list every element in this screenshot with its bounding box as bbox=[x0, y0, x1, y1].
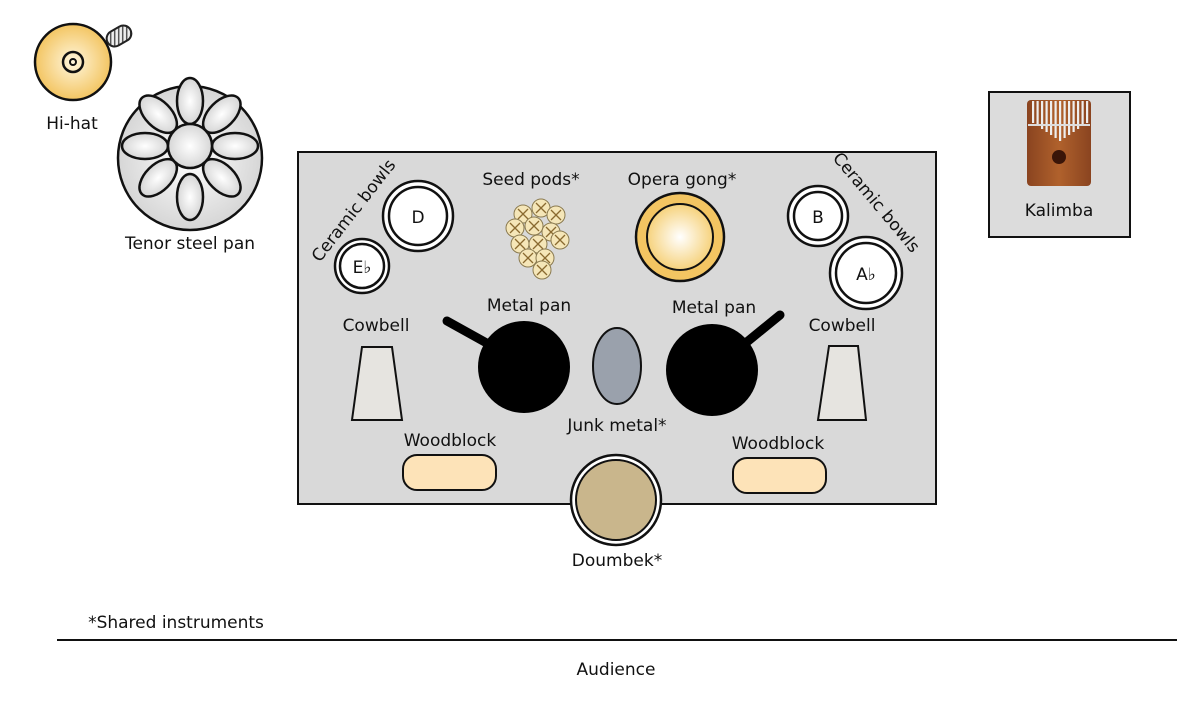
steel-pan-note bbox=[175, 172, 205, 222]
kalimba-tine bbox=[1068, 101, 1071, 135]
metal-pan-left-label: Metal pan bbox=[487, 296, 571, 316]
kalimba-tine bbox=[1036, 101, 1039, 126]
junk-metal-label: Junk metal* bbox=[566, 416, 666, 436]
cowbell-left-label: Cowbell bbox=[343, 316, 410, 336]
steel-pan-note bbox=[175, 76, 205, 126]
bowl-e-flat-label: E♭ bbox=[353, 258, 372, 278]
kalimba-tine bbox=[1041, 101, 1044, 129]
seed-pod bbox=[546, 205, 566, 225]
seed-pod bbox=[505, 218, 525, 238]
bowl-b-label: B bbox=[812, 208, 824, 228]
seed-pods-label: Seed pods* bbox=[482, 170, 579, 190]
bowl-a-flat: A♭ bbox=[828, 235, 904, 311]
metal-pan-left bbox=[442, 316, 570, 413]
kalimba-tines bbox=[1032, 101, 1089, 141]
kalimba-tine bbox=[1045, 101, 1048, 132]
hihat-label: Hi-hat bbox=[46, 114, 98, 134]
junk-metal bbox=[592, 327, 642, 405]
doumbek-label: Doumbek* bbox=[572, 551, 662, 571]
opera-gong-label: Opera gong* bbox=[628, 170, 737, 190]
bowl-a-flat-label: A♭ bbox=[856, 265, 876, 285]
woodblock-right bbox=[732, 457, 827, 494]
seed-pod bbox=[532, 260, 552, 280]
kalimba-tine bbox=[1032, 101, 1035, 123]
seed-pod bbox=[510, 234, 530, 254]
tenor-steel-pan: Tenor steel pan bbox=[116, 76, 264, 254]
bowl-b: B bbox=[786, 184, 850, 248]
hihat-stand-icon bbox=[105, 24, 133, 48]
cowbell-left bbox=[350, 346, 404, 421]
woodblock-left-label: Woodblock bbox=[404, 431, 497, 451]
steel-pan-note bbox=[210, 131, 260, 161]
seed-pods bbox=[505, 198, 570, 280]
opera-gong bbox=[634, 191, 726, 283]
kalimba-tine bbox=[1063, 101, 1066, 138]
kalimba-tine bbox=[1081, 101, 1084, 126]
kalimba: Kalimba bbox=[988, 91, 1131, 238]
woodblock-left bbox=[402, 454, 497, 491]
bowl-e-flat: E♭ bbox=[333, 237, 391, 295]
steel-pan-label: Tenor steel pan bbox=[124, 234, 255, 254]
kalimba-label: Kalimba bbox=[1025, 201, 1093, 221]
kalimba-tine bbox=[1059, 101, 1062, 141]
steel-pan-note bbox=[120, 131, 170, 161]
audience-label: Audience bbox=[577, 660, 656, 680]
seed-pod bbox=[524, 216, 544, 236]
cowbell-right bbox=[816, 345, 868, 421]
doumbek bbox=[569, 453, 663, 547]
seed-pod bbox=[528, 234, 548, 254]
hihat-cymbal bbox=[33, 22, 113, 102]
metal-pan-right-label: Metal pan bbox=[672, 298, 756, 318]
cowbell-right-label: Cowbell bbox=[809, 316, 876, 336]
kalimba-tine bbox=[1077, 101, 1080, 129]
seed-pod bbox=[518, 248, 538, 268]
bowl-d: D bbox=[381, 179, 455, 253]
hihat: Hi-hat bbox=[33, 22, 133, 134]
metal-pan-right bbox=[666, 310, 785, 416]
kalimba-tine bbox=[1050, 101, 1053, 135]
kalimba-tine bbox=[1072, 101, 1075, 132]
bowl-d-label: D bbox=[411, 208, 424, 228]
woodblock-right-label: Woodblock bbox=[732, 434, 825, 454]
shared-instruments-note: *Shared instruments bbox=[88, 613, 264, 633]
kalimba-tine bbox=[1054, 101, 1057, 138]
seed-pod bbox=[550, 230, 570, 250]
kalimba-tine bbox=[1086, 101, 1089, 123]
